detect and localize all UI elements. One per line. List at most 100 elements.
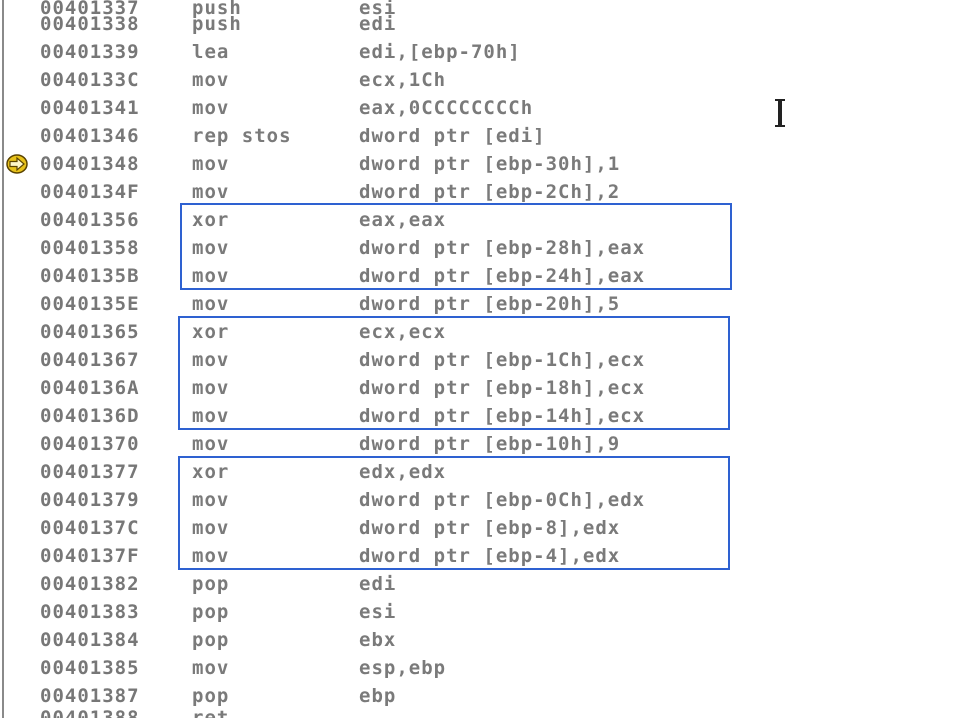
row-3[interactable]: 0040133C mov ecx,1Ch	[0, 66, 970, 94]
address: 00401337	[40, 0, 140, 19]
operands: dword ptr [ebp-18h],ecx	[359, 377, 646, 399]
operands: ebp	[359, 685, 397, 707]
mnemonic: mov	[192, 349, 230, 371]
row-10[interactable]: 0040135B mov dword ptr [ebp-24h],eax	[0, 262, 970, 290]
row-2[interactable]: 00401339 lea edi,[ebp-70h]	[0, 38, 970, 66]
operands: eax,eax	[359, 209, 447, 231]
mnemonic: mov	[192, 489, 230, 511]
mnemonic: mov	[192, 293, 230, 315]
row-17[interactable]: 00401377 xor edx,edx	[0, 458, 970, 486]
address: 0040133C	[40, 69, 140, 91]
address: 00401348	[40, 153, 140, 175]
operands: esp,ebp	[359, 657, 447, 679]
mnemonic: mov	[192, 377, 230, 399]
row-20[interactable]: 0040137F mov dword ptr [ebp-4],edx	[0, 542, 970, 570]
row-1[interactable]: 00401338 push edi	[0, 10, 970, 38]
row-15[interactable]: 0040136D mov dword ptr [ebp-14h],ecx	[0, 402, 970, 430]
address: 00401377	[40, 461, 140, 483]
row-12[interactable]: 00401365 xor ecx,ecx	[0, 318, 970, 346]
row-25[interactable]: 00401387 pop ebp	[0, 682, 970, 710]
address: 0040135E	[40, 293, 140, 315]
row-7[interactable]: 0040134F mov dword ptr [ebp-2Ch],2	[0, 178, 970, 206]
mnemonic: xor	[192, 461, 230, 483]
operands: dword ptr [ebp-30h],1	[359, 153, 621, 175]
row-24[interactable]: 00401385 mov esp,ebp	[0, 654, 970, 682]
mnemonic: mov	[192, 517, 230, 539]
row-6-current[interactable]: 00401348 mov dword ptr [ebp-30h],1	[0, 150, 970, 178]
row-26[interactable]: 00401388 ret	[0, 704, 970, 718]
row-0[interactable]: 00401337 push esi	[0, 0, 970, 22]
address: 00401338	[40, 13, 140, 35]
highlight-box-ecx	[178, 316, 730, 430]
operands: dword ptr [ebp-2Ch],2	[359, 181, 621, 203]
row-18[interactable]: 00401379 mov dword ptr [ebp-0Ch],edx	[0, 486, 970, 514]
highlight-box-edx	[178, 456, 730, 570]
operands: dword ptr [ebp-0Ch],edx	[359, 489, 646, 511]
text-cursor-icon	[775, 99, 785, 127]
address: 0040135B	[40, 265, 140, 287]
mnemonic: rep stos	[192, 125, 292, 147]
address: 00401339	[40, 41, 140, 63]
mnemonic: pop	[192, 685, 230, 707]
address: 0040136A	[40, 377, 140, 399]
address: 0040136D	[40, 405, 140, 427]
current-instruction-arrow-icon[interactable]	[6, 154, 28, 174]
address: 00401367	[40, 349, 140, 371]
operands: ecx,1Ch	[359, 69, 447, 91]
gutter-divider	[2, 0, 4, 718]
operands: edi	[359, 573, 397, 595]
address: 0040137F	[40, 545, 140, 567]
row-13[interactable]: 00401367 mov dword ptr [ebp-1Ch],ecx	[0, 346, 970, 374]
row-4[interactable]: 00401341 mov eax,0CCCCCCCCh	[0, 94, 970, 122]
address: 00401341	[40, 97, 140, 119]
operands: edi	[359, 13, 397, 35]
mnemonic: lea	[192, 41, 230, 63]
mnemonic: mov	[192, 237, 230, 259]
row-21[interactable]: 00401382 pop edi	[0, 570, 970, 598]
operands: dword ptr [ebp-8],edx	[359, 517, 621, 539]
operands: dword ptr [ebp-1Ch],ecx	[359, 349, 646, 371]
address: 00401387	[40, 685, 140, 707]
mnemonic: ret	[192, 707, 230, 718]
row-16[interactable]: 00401370 mov dword ptr [ebp-10h],9	[0, 430, 970, 458]
mnemonic: xor	[192, 321, 230, 343]
mnemonic: pop	[192, 601, 230, 623]
operands: dword ptr [ebp-4],edx	[359, 545, 621, 567]
row-19[interactable]: 0040137C mov dword ptr [ebp-8],edx	[0, 514, 970, 542]
address: 00401346	[40, 125, 140, 147]
mnemonic: push	[192, 13, 242, 35]
operands: ebx	[359, 629, 397, 651]
address: 00401384	[40, 629, 140, 651]
address: 00401388	[40, 707, 140, 718]
row-5[interactable]: 00401346 rep stos dword ptr [edi]	[0, 122, 970, 150]
operands: dword ptr [ebp-28h],eax	[359, 237, 646, 259]
mnemonic: pop	[192, 573, 230, 595]
mnemonic: mov	[192, 153, 230, 175]
highlight-box-eax	[180, 203, 732, 290]
row-22[interactable]: 00401383 pop esi	[0, 598, 970, 626]
operands: esi	[359, 0, 397, 19]
operands: dword ptr [edi]	[359, 125, 546, 147]
address: 00401379	[40, 489, 140, 511]
operands: dword ptr [ebp-14h],ecx	[359, 405, 646, 427]
row-8[interactable]: 00401356 xor eax,eax	[0, 206, 970, 234]
mnemonic: mov	[192, 265, 230, 287]
operands: eax,0CCCCCCCCh	[359, 97, 534, 119]
mnemonic: mov	[192, 433, 230, 455]
operands: dword ptr [ebp-10h],9	[359, 433, 621, 455]
operands: edx,edx	[359, 461, 447, 483]
address: 00401370	[40, 433, 140, 455]
row-23[interactable]: 00401384 pop ebx	[0, 626, 970, 654]
operands: dword ptr [ebp-24h],eax	[359, 265, 646, 287]
operands: ecx,ecx	[359, 321, 447, 343]
row-11[interactable]: 0040135E mov dword ptr [ebp-20h],5	[0, 290, 970, 318]
address: 00401365	[40, 321, 140, 343]
mnemonic: mov	[192, 657, 230, 679]
mnemonic: xor	[192, 209, 230, 231]
mnemonic: mov	[192, 545, 230, 567]
row-14[interactable]: 0040136A mov dword ptr [ebp-18h],ecx	[0, 374, 970, 402]
address: 00401382	[40, 573, 140, 595]
mnemonic: mov	[192, 405, 230, 427]
row-9[interactable]: 00401358 mov dword ptr [ebp-28h],eax	[0, 234, 970, 262]
